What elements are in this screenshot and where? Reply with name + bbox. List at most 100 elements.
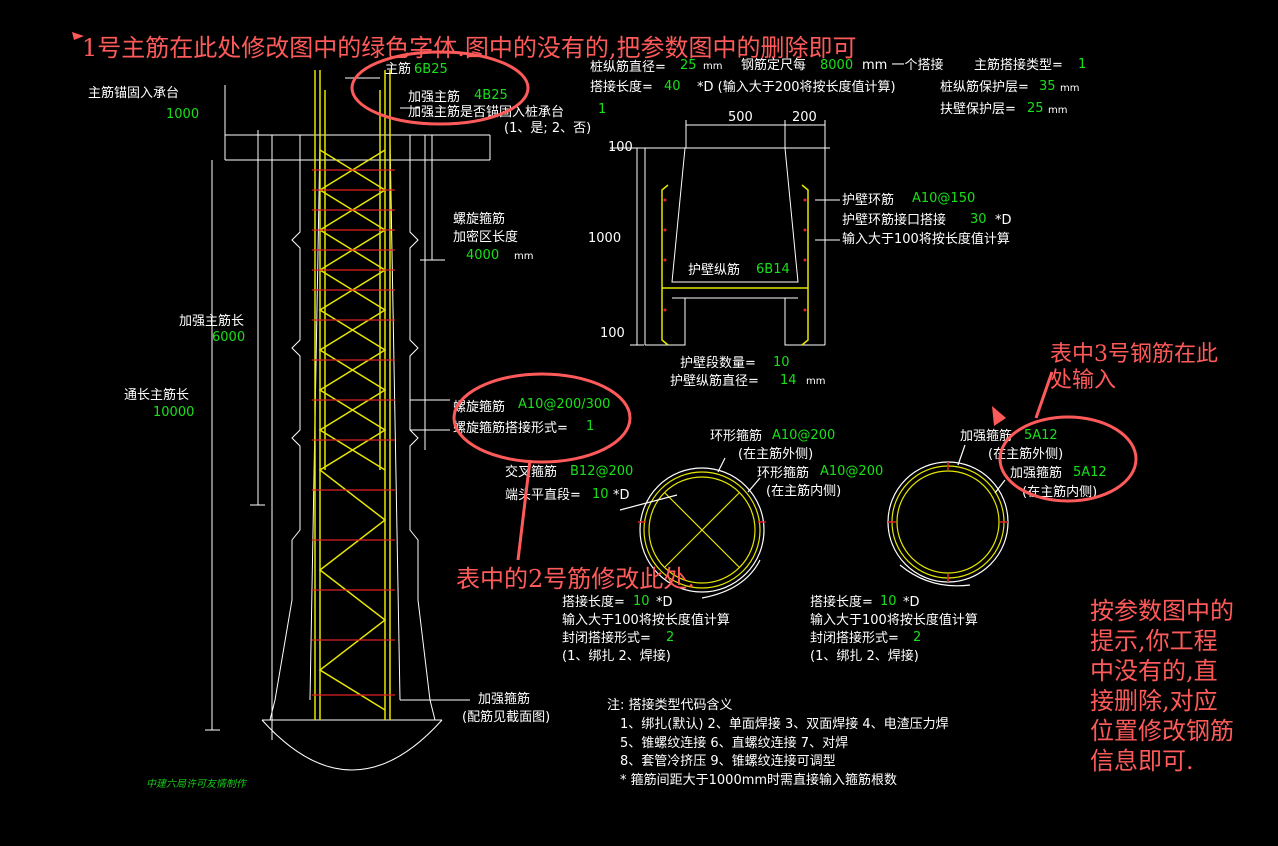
s2-outer-note: (在主筋外侧) [988,446,1063,462]
s2-close-options: (1、绑扎 2、焊接) [810,648,919,664]
legend-title: 注: 搭接类型代码含义 [607,697,733,713]
dia-value[interactable]: 25 [680,58,697,73]
legend-line2: 5、锥螺纹连接 6、直螺纹连接 7、对焊 [620,735,848,751]
s2-outer-value[interactable]: 5A12 [1024,428,1058,443]
reinforce-length-value[interactable]: 6000 [212,330,245,345]
reinforce-length-label: 加强主筋长 [179,313,244,329]
s1-inner-note: (在主筋内侧) [766,483,841,499]
spiral-label: 螺旋箍筋 [453,211,505,227]
annotation-arrows [72,32,1054,561]
right-note-line: 中没有的,直 [1090,657,1218,685]
dia-unit: mm [703,61,722,72]
lap-length-label: 搭接长度= [590,79,653,95]
fixed-length-unit: mm 一个搭接 [862,57,943,73]
s1-lap-value[interactable]: 10 [633,594,650,609]
annotation-ellipses [350,50,1138,503]
cover-label: 桩纵筋保护层= [940,79,1029,95]
s2-close-value[interactable]: 2 [913,630,921,645]
ring-bar-label: 护壁环筋 [842,192,894,208]
anchor-question-options: (1、是; 2、否) [504,121,591,136]
wall-dim-200: 200 [792,110,817,125]
wall-cover-unit: mm [1048,105,1067,116]
anchor-label: 主筋锚固入承台 [88,85,179,101]
main-bar-value[interactable]: 6B25 [414,62,448,77]
section2-ticks [638,462,1008,582]
credit-text: 中建六局许可友情制作 [146,778,248,790]
right-note-line: 信息即可. [1090,747,1194,775]
s1-close-label: 封闭搭接形式= [562,630,651,646]
right-note-line: 位置修改钢筋 [1090,717,1234,745]
s2-outer-label: 加强箍筋 [960,428,1012,444]
right-note-line: 按参数图中的 [1090,597,1234,625]
reinforce-bar-value[interactable]: 4B25 [474,88,508,103]
cover-value[interactable]: 35 [1039,79,1056,94]
s2-lap-value[interactable]: 10 [880,594,897,609]
anchor-question-value[interactable]: 1 [598,102,606,117]
long-dia-label: 护壁纵筋直径= [670,373,759,389]
section1-drawing [619,457,765,599]
long-bar-label: 护壁纵筋 [688,262,740,278]
s1-cross-value[interactable]: B12@200 [570,464,633,479]
s2-lap-note: 输入大于100将按长度值计算 [810,612,978,628]
s1-end-label: 端头平直段= [505,488,581,503]
s1-end-unit: *D [613,488,630,503]
note-2: 表中的2号筋修改此处. [456,565,695,593]
s1-outer-note: (在主筋外侧) [738,446,813,462]
long-bar-value[interactable]: 6B14 [756,262,790,277]
dense-length-value[interactable]: 4000 [466,248,499,263]
s1-end-value[interactable]: 10 [592,487,609,502]
full-length-value[interactable]: 10000 [153,405,194,420]
s1-close-value[interactable]: 2 [666,630,674,645]
lap-length-value[interactable]: 40 [664,79,681,94]
wall-detail [610,120,840,346]
lap-type-label: 主筋搭接类型= [974,57,1063,73]
wall-rebar [661,184,809,346]
wall-dim-1000: 1000 [588,231,621,246]
wall-dim-500: 500 [728,110,753,125]
main-bar-label: 主筋 [385,61,411,77]
s1-outer-value[interactable]: A10@200 [772,428,835,443]
ring-lap-label: 护壁环筋接口搭接 [842,212,946,228]
anchor-value[interactable]: 1000 [166,107,199,122]
s1-inner-value[interactable]: A10@200 [820,464,883,479]
s1-lap-label: 搭接长度= [562,594,625,610]
legend-line4: * 箍筋间距大于1000mm时需直接输入箍筋根数 [620,772,897,788]
fixed-length-value[interactable]: 8000 [820,58,853,73]
ring-bar-value[interactable]: A10@150 [912,191,975,206]
note-3-line2: 处输入 [1050,368,1116,393]
spiral-bar-label: 螺旋箍筋 [453,399,505,415]
s2-inner-value[interactable]: 5A12 [1073,465,1107,480]
stiff-ring-note: (配筋见截面图) [462,709,550,725]
segment-count-label: 护壁段数量= [680,356,756,371]
s2-close-label: 封闭搭接形式= [810,630,899,646]
s1-cross-label: 交叉箍筋 [505,464,557,480]
stiff-ring-label: 加强箍筋 [478,691,530,707]
wall-dim-100-top: 100 [608,140,633,155]
ring-lap-value[interactable]: 30 [970,212,987,227]
wall-dots [663,198,807,312]
s2-inner-note: (在主筋内侧) [1022,484,1097,500]
lap-length-note: *D (输入大于200将按长度值计算) [697,79,896,95]
ring-lap-unit: *D [995,213,1012,228]
s2-lap-unit: *D [903,595,920,610]
spiral-bar-value[interactable]: A10@200/300 [518,397,610,412]
fixed-length-label: 钢筋定尺每 [741,57,806,73]
right-note: 按参数图中的 提示,你工程 中没有的,直 接删除,对应 位置修改钢筋 信息即可. [1090,597,1234,775]
right-note-line: 接删除,对应 [1090,687,1218,715]
legend-line3: 8、套管冷挤压 9、锥螺纹连接可调型 [620,753,836,769]
wall-cover-label: 扶壁保护层= [940,102,1016,117]
pile-stirrups [312,169,395,696]
long-dia-value[interactable]: 14 [780,373,797,388]
dia-label: 桩纵筋直径= [590,59,666,75]
s2-lap-label: 搭接长度= [810,594,873,610]
wall-cover-value[interactable]: 25 [1027,101,1044,116]
lap-type-value[interactable]: 1 [1078,57,1086,72]
spiral-lap-label: 螺旋箍筋搭接形式= [453,420,568,436]
dense-length-label: 加密区长度 [453,229,518,245]
spiral-lap-value[interactable]: 1 [586,419,594,434]
pile-elevation [205,77,491,771]
top-note: 1号主筋在此处修改图中的绿色字体.图中的没有的,把参数图中的删除即可 [82,34,857,62]
segment-count-value[interactable]: 10 [773,355,790,370]
s1-inner-label: 环形箍筋 [757,465,809,481]
